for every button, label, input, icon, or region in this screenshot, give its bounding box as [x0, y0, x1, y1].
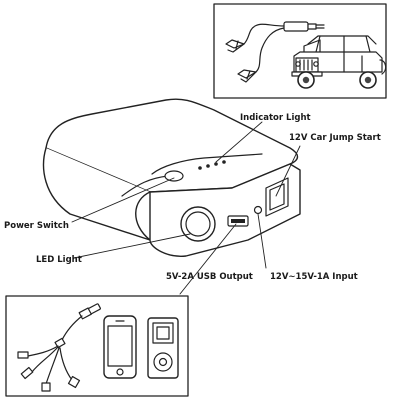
power-switch-label: Power Switch: [4, 221, 69, 231]
jeep-icon: [291, 35, 387, 89]
mp3-player-icon: [147, 317, 179, 379]
usb-port: [227, 215, 249, 227]
jumper-cable-icon: [225, 21, 325, 83]
led-light-label: LED Light: [36, 255, 82, 265]
leader-lines: [71, 121, 301, 295]
jump-starter-device: [42, 98, 301, 257]
indicator-lights: [198, 160, 226, 170]
jump-start-port: [265, 177, 289, 217]
power-switch-button[interactable]: [164, 170, 184, 182]
usb-output-label: 5V-2A USB Output: [166, 272, 253, 282]
dc-input-label: 12V∼15V-1A Input: [270, 272, 358, 282]
car-jump-start-label: 12V Car Jump Start: [289, 133, 381, 143]
multi-usb-cable-icon: [17, 303, 101, 392]
car-jump-start-panel: [213, 3, 387, 99]
phone-icon: [103, 315, 137, 379]
dc-input-jack: [253, 205, 263, 215]
led-light: [180, 206, 216, 242]
indicator-light-label: Indicator Light: [240, 113, 311, 123]
usb-devices-panel: [5, 295, 189, 397]
